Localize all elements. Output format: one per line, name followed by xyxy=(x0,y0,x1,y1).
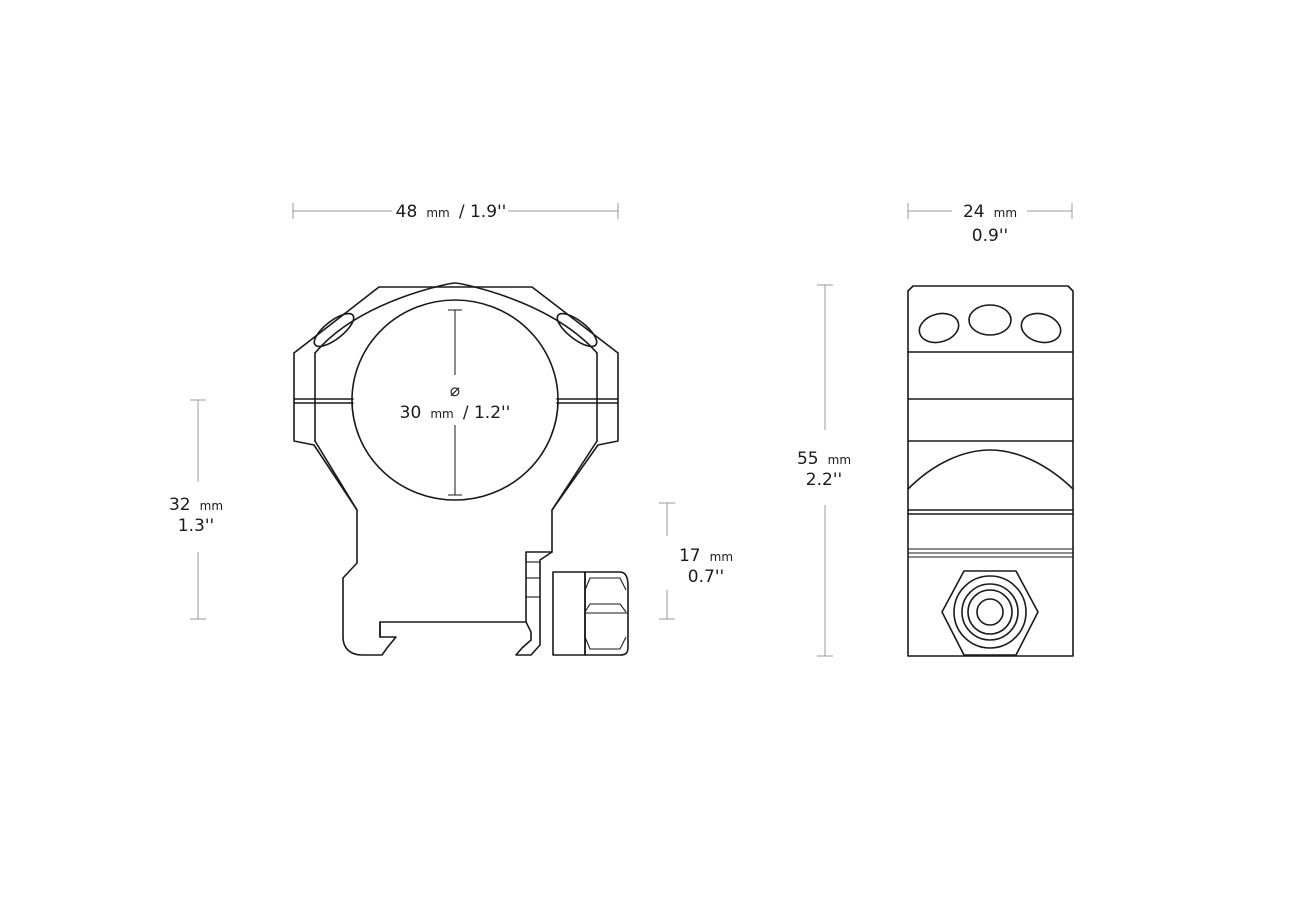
svg-text:17 mm: 17 mm xyxy=(679,546,733,566)
side-width-value: 24 xyxy=(963,202,985,222)
ring-body-outline xyxy=(293,286,619,656)
ring-top-chamfer xyxy=(314,282,598,354)
svg-text:30 mm / 1.2'': 30 mm / 1.2'' xyxy=(400,403,511,423)
ring-diameter-imperial: / 1.2'' xyxy=(463,403,511,423)
svg-text:32 mm: 32 mm xyxy=(169,495,223,515)
left-side-panel xyxy=(293,352,358,511)
base-height-imperial: 1.3'' xyxy=(178,516,214,536)
clamp-nut xyxy=(584,571,629,656)
total-height-unit: mm xyxy=(828,453,851,467)
svg-text:48 mm / 1.9'': 48 mm / 1.9'' xyxy=(396,202,507,222)
clamp-height-imperial: 0.7'' xyxy=(688,567,724,587)
side-width-dimension: 24 mm 0.9'' xyxy=(907,202,1073,246)
side-nut-ring-outer xyxy=(953,575,1027,649)
diameter-symbol: ⌀ xyxy=(450,381,460,401)
side-view xyxy=(907,285,1074,657)
clamp-height-unit: mm xyxy=(710,550,733,564)
scope-tube-ring xyxy=(351,299,559,501)
ring-diameter-dimension: ⌀ 30 mm / 1.2'' xyxy=(400,381,511,423)
side-hex-nut xyxy=(941,570,1039,656)
total-height-imperial: 2.2'' xyxy=(806,470,842,490)
base-height-dimension: 32 mm 1.3'' xyxy=(169,399,223,620)
base-height-unit: mm xyxy=(200,499,223,513)
ring-diameter-unit: mm xyxy=(430,407,453,421)
side-width-unit: mm xyxy=(994,206,1017,220)
side-tube-arc xyxy=(907,449,1074,490)
base-height-value: 32 xyxy=(169,495,191,515)
front-view xyxy=(293,282,629,656)
ring-hook-outline xyxy=(515,551,553,656)
clamp-plate xyxy=(552,571,586,656)
svg-text:24 mm: 24 mm xyxy=(963,202,1017,222)
front-width-unit: mm xyxy=(426,206,449,220)
total-height-dimension: 55 mm 2.2'' xyxy=(797,284,851,657)
side-bolt-hole-right xyxy=(1020,312,1062,344)
ring-diameter-value: 30 xyxy=(400,403,422,423)
front-width-value: 48 xyxy=(396,202,418,222)
side-nut-bolt xyxy=(976,598,1004,626)
top-right-bolt-hole xyxy=(556,312,598,348)
side-bolt-hole-left xyxy=(918,312,960,344)
front-width-imperial: / 1.9'' xyxy=(459,202,507,222)
right-side-panel xyxy=(551,352,619,511)
total-height-value: 55 xyxy=(797,449,819,469)
side-bolt-hole-center xyxy=(968,304,1012,336)
front-width-dimension: 48 mm / 1.9'' xyxy=(292,202,619,222)
side-width-imperial: 0.9'' xyxy=(972,226,1008,246)
side-body-outline xyxy=(907,285,1074,657)
svg-text:55 mm: 55 mm xyxy=(797,449,851,469)
clamp-height-dimension: 17 mm 0.7'' xyxy=(659,502,733,620)
top-left-bolt-hole xyxy=(313,312,355,348)
clamp-height-value: 17 xyxy=(679,546,701,566)
